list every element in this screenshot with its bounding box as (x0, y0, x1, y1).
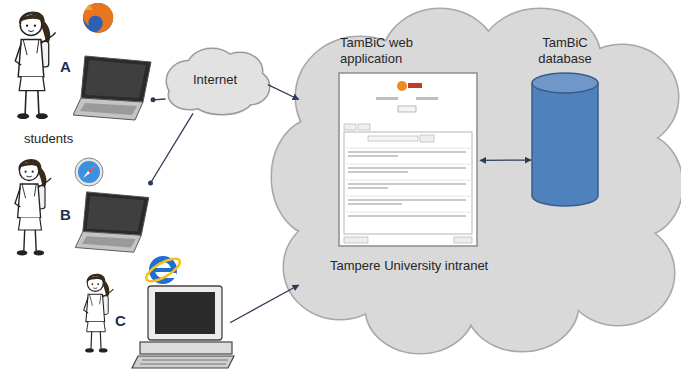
student-b: B (5, 150, 155, 260)
connector-dot (148, 181, 153, 186)
database-cylinder (530, 72, 600, 208)
connector-line (151, 113, 194, 183)
group-label: students (24, 131, 73, 147)
connector (480, 160, 531, 161)
student-illustration (78, 252, 238, 370)
student-letter: A (60, 58, 71, 76)
connector (230, 285, 299, 323)
connector-line (268, 85, 299, 100)
cloud-label: Tampere University intranet (330, 258, 681, 274)
internet-cloud: Internet (160, 45, 270, 117)
connector (148, 113, 193, 185)
cloud-label: Internet (160, 72, 270, 88)
student-c: C (78, 252, 238, 370)
database: TamBiC database (515, 35, 615, 217)
student-a: A (5, 0, 153, 128)
cloud-lobe-outline (562, 221, 674, 325)
node-heading: TamBiC web application (340, 35, 452, 66)
connector (268, 85, 299, 100)
cloud-lobe (562, 221, 674, 325)
student-letter: C (115, 312, 126, 330)
student-letter: B (60, 206, 71, 224)
cloud-lobe-outline (602, 135, 681, 235)
connector-dot (151, 97, 156, 102)
cloud-lobe (602, 135, 681, 235)
web-application-screenshot (338, 72, 478, 247)
node-heading: TamBiC database (530, 35, 600, 66)
student-illustration (5, 0, 153, 128)
intranet-cloud: Tampere University intranet TamBiC web a… (270, 5, 681, 355)
connector-line (480, 159, 531, 161)
connector-line (230, 285, 299, 323)
student-illustration (5, 150, 155, 260)
connector-line (153, 98, 166, 100)
web-application: TamBiC web application (338, 35, 480, 257)
connector (151, 97, 166, 102)
